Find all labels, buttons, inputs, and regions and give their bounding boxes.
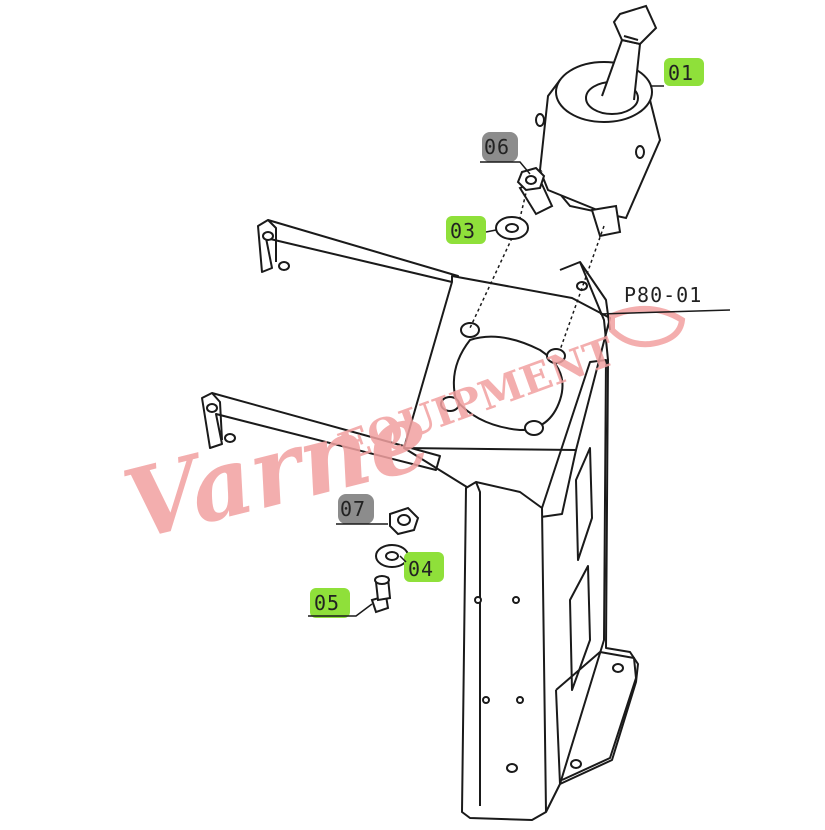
callout-p80-01-label: P80-01 bbox=[624, 283, 702, 307]
callout-p80-01: P80-01 bbox=[599, 283, 731, 315]
washer-04 bbox=[375, 544, 409, 568]
callout-03-label: 03 bbox=[450, 219, 476, 243]
bolt-05 bbox=[370, 575, 392, 614]
callout-06-label: 06 bbox=[484, 135, 510, 159]
washer-03 bbox=[495, 216, 529, 240]
motor bbox=[518, 4, 662, 238]
callout-07-label: 07 bbox=[340, 497, 366, 521]
callout-06: 06 bbox=[480, 132, 531, 175]
motor-mount-cutout bbox=[440, 322, 566, 436]
callout-01: 01 bbox=[650, 58, 704, 87]
callout-04: 04 bbox=[399, 552, 444, 582]
callout-05: 05 bbox=[308, 588, 373, 618]
nut-07 bbox=[389, 506, 420, 536]
bracket-holes bbox=[206, 231, 624, 773]
callout-07: 07 bbox=[336, 494, 388, 525]
callout-03: 03 bbox=[446, 216, 497, 244]
callout-04-label: 04 bbox=[408, 557, 434, 581]
callout-01-label: 01 bbox=[668, 61, 694, 85]
callout-05-label: 05 bbox=[314, 591, 340, 615]
nut-06 bbox=[516, 166, 546, 192]
